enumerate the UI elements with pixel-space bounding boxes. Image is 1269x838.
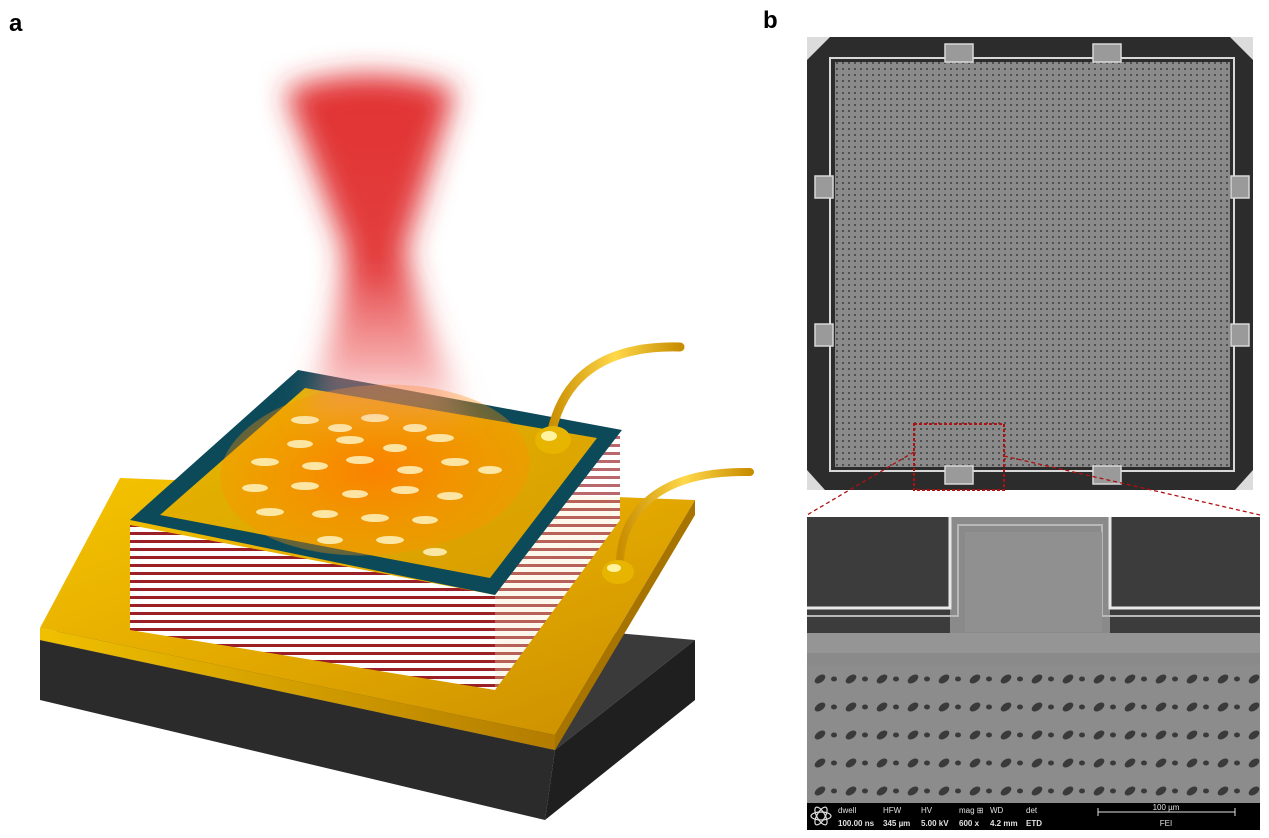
scale-bar-label: 100 µm (1153, 803, 1180, 812)
sem-field-name: dwell (838, 806, 856, 815)
sem-info-bar: dwell 100.00 ns HFW 345 µm HV 5.00 kV ma… (807, 803, 1260, 830)
vendor-label: FEI (1160, 819, 1172, 828)
zoom-region-box (913, 423, 1005, 491)
dbr-stack (130, 430, 620, 690)
laser-beam (285, 75, 470, 420)
wire-bond-top (535, 342, 685, 454)
sem-micrographs: dwell 100.00 ns HFW 345 µm HV 5.00 kV ma… (806, 37, 1261, 830)
scale-bar (1097, 808, 1236, 816)
zoom-connector-lines (806, 451, 1261, 516)
sem-field-name: WD (990, 806, 1004, 815)
sem-zoom-image (807, 517, 1260, 803)
sem-field-name: det (1026, 806, 1038, 815)
sem-overview-image (807, 37, 1253, 491)
sem-field-value: 100.00 ns (838, 819, 875, 828)
sem-field-value: 4.2 mm (990, 819, 1018, 828)
sem-field-name: HFW (883, 806, 902, 815)
sem-field-value: 345 µm (883, 819, 910, 828)
sem-field-value: ETD (1026, 819, 1042, 828)
sem-field-name: mag ⊞ (959, 806, 984, 815)
device-schematic (40, 75, 754, 820)
sem-field-value: 5.00 kV (921, 819, 949, 828)
panel-label-b: b (763, 7, 778, 34)
sem-field-value: 600 x (959, 819, 980, 828)
fei-logo-icon (810, 806, 832, 826)
laser-spot (220, 384, 530, 556)
wire-bond-bottom (602, 467, 754, 584)
photonic-crystal-array (835, 62, 1230, 467)
sem-field-name: HV (921, 806, 933, 815)
panel-label-a: a (9, 10, 23, 37)
device-top-surface (130, 370, 622, 595)
zoom-hole-array (807, 665, 1260, 803)
